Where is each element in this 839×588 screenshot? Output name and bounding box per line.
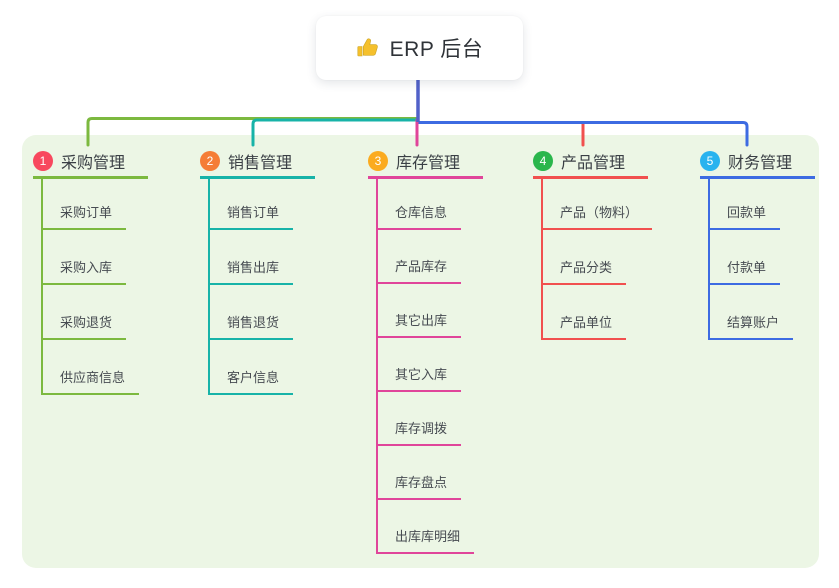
mindmap-node[interactable]: 结算账户 [710, 285, 794, 340]
branch-number-badge: 2 [200, 150, 220, 171]
mindmap-node[interactable]: 付款单 [710, 230, 781, 285]
branch-number-badge: 5 [700, 150, 720, 171]
branch-header-product-management[interactable]: 4 产品管理 [533, 147, 648, 179]
mindmap-node[interactable]: 采购入库 [43, 230, 127, 285]
mindmap-node[interactable]: 销售订单 [210, 179, 294, 230]
branch-label: 产品管理 [561, 154, 626, 172]
branch-finance-management: 5 财务管理回款单付款单结算账户 [700, 147, 815, 340]
mindmap-node[interactable]: 其它入库 [378, 338, 462, 392]
branch-product-management: 4 产品管理产品（物料）产品分类产品单位 [533, 147, 653, 340]
branch-items: 产品（物料）产品分类产品单位 [541, 179, 653, 340]
thumbs-up-icon [356, 36, 380, 60]
mindmap-node[interactable]: 库存调拨 [378, 392, 462, 446]
mindmap-node[interactable]: 回款单 [710, 179, 781, 230]
branch-label: 采购管理 [61, 154, 126, 172]
mindmap-node[interactable]: 库存盘点 [378, 446, 462, 500]
mindmap-node[interactable]: 采购退货 [43, 285, 127, 340]
mindmap-node[interactable]: 产品（物料） [543, 179, 653, 230]
branch-items: 销售订单销售出库销售退货客户信息 [208, 179, 315, 395]
branch-header-inventory-management[interactable]: 3 库存管理 [368, 147, 483, 179]
mindmap-node[interactable]: 客户信息 [210, 340, 294, 395]
mindmap-node[interactable]: 采购订单 [43, 179, 127, 230]
mindmap-node[interactable]: 其它出库 [378, 284, 462, 338]
branch-header-finance-management[interactable]: 5 财务管理 [700, 147, 815, 179]
root-label: ERP 后台 [389, 38, 484, 61]
branch-sales-management: 2 销售管理销售订单销售出库销售退货客户信息 [200, 147, 315, 395]
branch-label: 财务管理 [728, 154, 793, 172]
branch-label: 库存管理 [396, 154, 461, 172]
branch-number-badge: 1 [33, 150, 53, 171]
mindmap-node[interactable]: 销售退货 [210, 285, 294, 340]
branch-number-badge: 3 [368, 150, 388, 171]
branch-items: 回款单付款单结算账户 [708, 179, 815, 340]
branch-items: 采购订单采购入库采购退货供应商信息 [41, 179, 148, 395]
mindmap-node[interactable]: 产品单位 [543, 285, 627, 340]
mindmap-node[interactable]: 产品库存 [378, 230, 462, 284]
branch-header-purchase-management[interactable]: 1 采购管理 [33, 147, 148, 179]
mindmap-node[interactable]: 销售出库 [210, 230, 294, 285]
root-node[interactable]: ERP 后台 [316, 16, 523, 80]
branch-number-badge: 4 [533, 150, 553, 171]
branch-header-sales-management[interactable]: 2 销售管理 [200, 147, 315, 179]
mindmap-node[interactable]: 出库库明细 [378, 500, 475, 554]
branch-items: 仓库信息产品库存其它出库其它入库库存调拨库存盘点出库库明细 [376, 179, 483, 554]
modules-panel [22, 135, 819, 568]
mindmap-node[interactable]: 仓库信息 [378, 179, 462, 230]
mindmap-node[interactable]: 产品分类 [543, 230, 627, 285]
branch-label: 销售管理 [228, 154, 293, 172]
branch-inventory-management: 3 库存管理仓库信息产品库存其它出库其它入库库存调拨库存盘点出库库明细 [368, 147, 483, 554]
mindmap-node[interactable]: 供应商信息 [43, 340, 140, 395]
branch-purchase-management: 1 采购管理采购订单采购入库采购退货供应商信息 [33, 147, 148, 395]
